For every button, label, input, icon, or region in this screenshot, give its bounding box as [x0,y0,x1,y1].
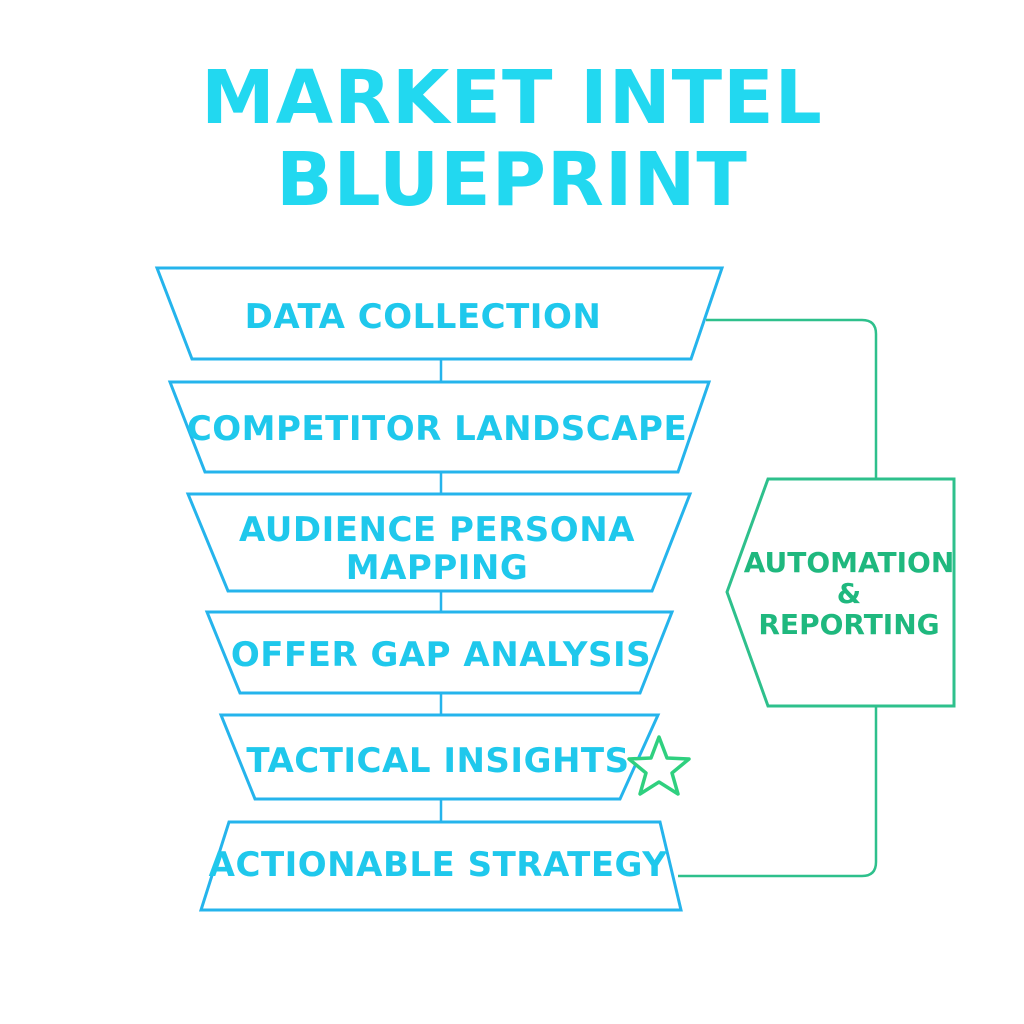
stage-tactical-insights[interactable]: TACTICAL INSIGHTS [218,713,661,801]
stage-label: ACTIONABLE STRATEGY [209,845,668,885]
feedback-loop [678,318,878,878]
stage-shape [218,713,661,801]
stage-offer-gap-analysis[interactable]: OFFER GAP ANALYSIS [204,610,675,695]
stage-shape [154,266,725,361]
stage-label: AUDIENCE PERSONA [239,510,635,550]
stage-label: COMPETITOR LANDSCAPE [187,409,687,449]
stage-label: TACTICAL INSIGHTS [246,741,629,781]
stage-shape [167,380,712,474]
stage-label: OFFER GAP ANALYSIS [231,635,651,675]
stage-actionable-strategy[interactable]: ACTIONABLE STRATEGY [198,820,683,912]
stage-competitor-landscape[interactable]: COMPETITOR LANDSCAPE [167,380,712,474]
stage-label: DATA COLLECTION [245,297,602,337]
side-box-label-line-1: AUTOMATION [744,546,955,579]
page-title-line-2: BLUEPRINT [276,137,748,223]
stage-audience-persona-mapping[interactable]: AUDIENCE PERSONA MAPPING [185,492,693,593]
page-title-line-1: MARKET INTEL [201,55,823,141]
stage-label-line-2: MAPPING [346,548,529,588]
stage-shape [204,610,675,695]
side-box-label-line-2: & [837,577,861,610]
star-icon [627,735,691,796]
loop-bottom-line [678,706,878,878]
side-box-shape [725,477,956,708]
stage-data-collection[interactable]: DATA COLLECTION [154,266,725,361]
stage-shape [185,492,693,593]
stage-shape [198,820,683,912]
loop-top-line [706,318,878,478]
automation-reporting-box[interactable]: AUTOMATION & REPORTING [725,477,956,708]
side-box-label-line-3: REPORTING [758,608,939,641]
